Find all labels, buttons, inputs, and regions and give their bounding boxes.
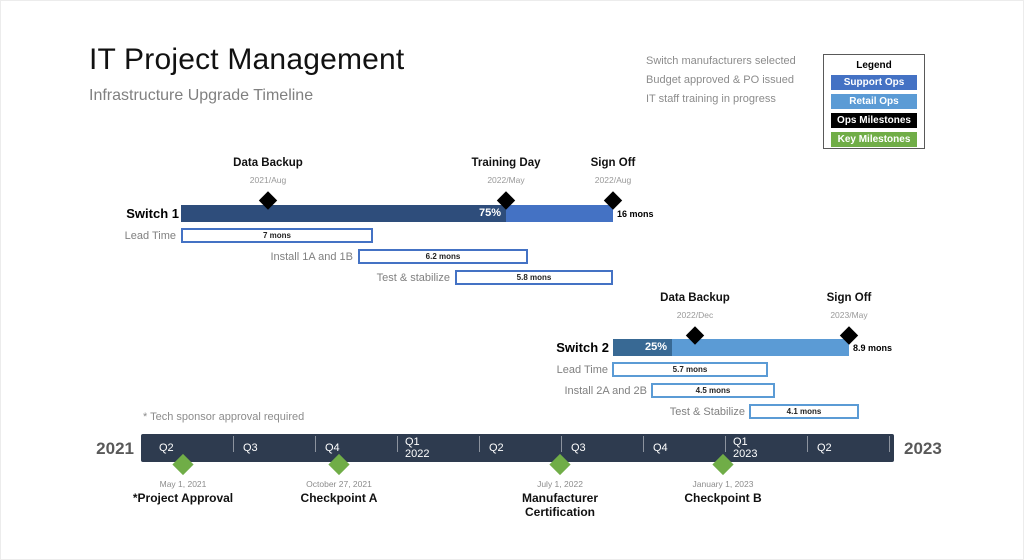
milestone-date: 2021/Aug — [249, 175, 287, 185]
status-notes: Switch manufacturers selected Budget app… — [646, 52, 796, 109]
subtask-label: Install 2A and 2B — [564, 385, 647, 397]
progress-segment: 25% — [613, 339, 672, 356]
subtask-bar: 5.8 mons — [455, 270, 613, 285]
quarter-label: Q2 — [159, 442, 174, 454]
legend-item-ops-milestones: Ops Milestones — [831, 113, 917, 128]
subtask-label: Lead Time — [124, 230, 176, 242]
quarter-tick — [725, 436, 726, 452]
quarter-tick — [315, 436, 316, 452]
legend-item-support-ops: Support Ops — [831, 75, 917, 90]
key-milestone-label: Checkpoint B — [684, 491, 762, 505]
duration-label-switch1: 16 mons — [617, 209, 654, 219]
milestone-name: Data Backup — [233, 157, 303, 169]
remaining-segment — [672, 339, 849, 356]
progress-segment: 75% — [181, 205, 506, 222]
legend-title: Legend — [856, 60, 892, 71]
subtask-bar: 6.2 mons — [358, 249, 528, 264]
key-milestone-label: Checkpoint A — [300, 491, 378, 505]
quarter-label: Q2 — [489, 442, 504, 454]
milestone-name: Sign Off — [826, 292, 872, 304]
progress-label: 75% — [478, 207, 501, 219]
legend-item-retail-ops: Retail Ops — [831, 94, 917, 109]
status-note: Budget approved & PO issued — [646, 74, 794, 86]
milestone-date: 2022/May — [487, 175, 525, 185]
progress-label: 25% — [644, 341, 667, 353]
quarter-tick — [397, 436, 398, 452]
milestone-date: 2023/May — [830, 310, 868, 320]
subtask-bar: 4.5 mons — [651, 383, 775, 398]
subtask-duration: 6.2 mons — [425, 252, 461, 261]
quarter-tick — [561, 436, 562, 452]
duration-label-switch2: 8.9 mons — [853, 343, 893, 353]
status-note: Switch manufacturers selected — [646, 55, 796, 67]
subtask-bar: 4.1 mons — [749, 404, 859, 419]
subtask-label: Test & stabilize — [376, 272, 450, 284]
legend: Legend Support Ops Retail Ops Ops Milest… — [823, 54, 925, 149]
task-label-switch1: Switch 1 — [126, 206, 179, 221]
quarter-label: Q2 — [817, 442, 832, 454]
key-milestone-date: October 27, 2021 — [306, 479, 372, 489]
status-note: IT staff training in progress — [646, 93, 776, 105]
subtask-duration: 4.5 mons — [695, 386, 731, 395]
subtask-duration: 5.7 mons — [672, 365, 708, 374]
subtask-label: Install 1A and 1B — [270, 251, 353, 263]
quarter-tick — [643, 436, 644, 452]
key-milestone-date: January 1, 2023 — [692, 479, 754, 489]
subtask-duration: 4.1 mons — [786, 407, 822, 416]
subtask-bar: 5.7 mons — [612, 362, 768, 377]
key-milestone-date: July 1, 2022 — [537, 479, 583, 489]
milestone-date: 2022/Aug — [594, 175, 632, 185]
year-label-left: 2021 — [96, 439, 134, 458]
year-label-right: 2023 — [904, 439, 942, 458]
remaining-segment — [506, 205, 613, 222]
subtask-duration: 7 mons — [262, 231, 291, 240]
quarter-tick — [479, 436, 480, 452]
quarter-tick — [807, 436, 808, 452]
milestone-name: Sign Off — [590, 157, 636, 169]
legend-item-key-milestones: Key Milestones — [831, 132, 917, 147]
quarter-label: Q3 — [571, 442, 586, 454]
quarter-label: Q4 — [653, 442, 668, 454]
milestone-date: 2022/Dec — [676, 310, 714, 320]
key-milestone-date: May 1, 2021 — [159, 479, 207, 489]
task-label-switch2: Switch 2 — [556, 340, 609, 355]
page-subtitle: Infrastructure Upgrade Timeline — [89, 87, 314, 104]
footnote: * Tech sponsor approval required — [143, 411, 305, 423]
key-milestone-label: *Project Approval — [132, 491, 234, 505]
page-title: IT Project Management — [89, 43, 405, 76]
milestone-name: Training Day — [471, 157, 541, 169]
quarter-tick — [233, 436, 234, 452]
key-milestone-label: Manufacturer Certification — [521, 491, 598, 519]
subtask-duration: 5.8 mons — [516, 273, 552, 282]
quarter-label: Q3 — [243, 442, 258, 454]
subtask-bar: 7 mons — [181, 228, 373, 243]
subtask-label: Lead Time — [556, 364, 608, 376]
milestone-name: Data Backup — [660, 292, 730, 304]
quarter-label: Q4 — [325, 442, 340, 454]
task-bar-switch1: 75% — [181, 205, 613, 222]
task-bar-switch2: 25% — [613, 339, 849, 356]
subtask-label: Test & Stabilize — [669, 406, 745, 418]
quarter-tick — [889, 436, 890, 452]
